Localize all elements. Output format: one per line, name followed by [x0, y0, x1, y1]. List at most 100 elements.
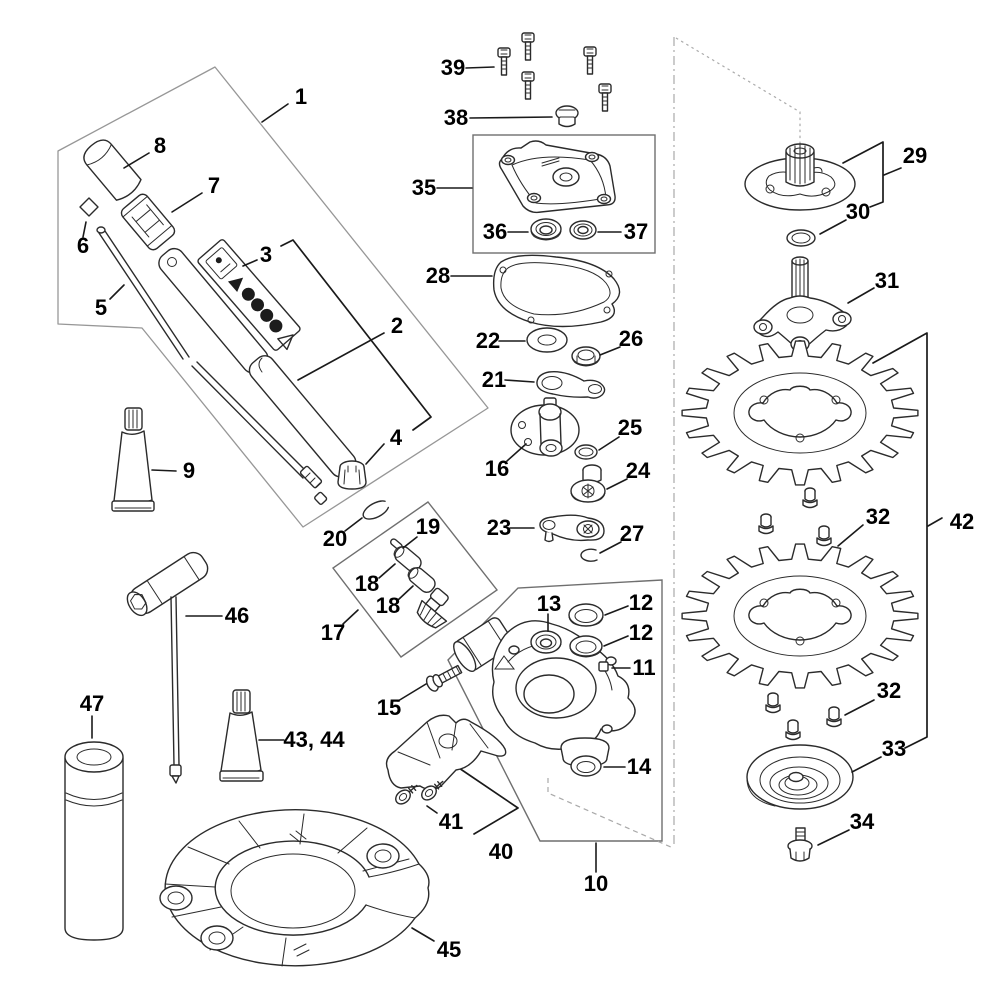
part-label-8[interactable]: 8 — [154, 133, 166, 158]
part-label-20[interactable]: 20 — [323, 526, 347, 551]
part-12-seal-a — [568, 603, 604, 627]
part-label-4[interactable]: 4 — [390, 425, 403, 450]
part-11-square-nut — [598, 661, 609, 672]
callout-brackets — [280, 141, 928, 835]
part-label-31[interactable]: 31 — [875, 268, 899, 293]
part-32-screws-lower — [765, 692, 842, 741]
part-36-bearing — [530, 218, 562, 241]
part-label-27[interactable]: 27 — [620, 521, 644, 546]
part-label-17[interactable]: 17 — [321, 620, 345, 645]
bracket-2-4 — [280, 239, 432, 431]
part-label-9[interactable]: 9 — [183, 458, 195, 483]
part-label-7[interactable]: 7 — [208, 173, 220, 198]
part-3-sticker — [197, 239, 301, 351]
part-label-19[interactable]: 19 — [416, 514, 440, 539]
part-32-screws-upper — [758, 487, 832, 547]
axis-link-top — [675, 37, 801, 150]
part-label-23[interactable]: 23 — [487, 515, 511, 540]
part-label-43-44[interactable]: 43, 44 — [283, 727, 345, 752]
part-label-16[interactable]: 16 — [485, 456, 509, 481]
part-label-10[interactable]: 10 — [584, 871, 608, 896]
part-5-drive-shaft — [96, 226, 328, 505]
bracket-40 — [455, 765, 519, 835]
part-label-18b[interactable]: 18 — [376, 593, 400, 618]
part-label-36[interactable]: 36 — [483, 219, 507, 244]
part-label-33[interactable]: 33 — [882, 736, 906, 761]
group-1-outline — [57, 66, 489, 528]
group-17-box — [331, 501, 499, 658]
part-14-seal-ring — [570, 755, 602, 777]
part-6-square-nut — [79, 197, 99, 217]
part-label-38[interactable]: 38 — [444, 105, 468, 130]
part-label-1[interactable]: 1 — [295, 84, 307, 109]
part-38-plug-screw — [555, 105, 579, 128]
part-43-44-adhesive-tube — [219, 689, 264, 782]
part-16-cam-plate — [510, 397, 580, 457]
part-4-coupler — [337, 460, 367, 490]
part-label-35[interactable]: 35 — [412, 175, 436, 200]
part-label-26[interactable]: 26 — [619, 326, 643, 351]
part-34-flange-bolt — [787, 827, 813, 862]
part-label-40[interactable]: 40 — [489, 839, 513, 864]
part-28-gasket — [492, 254, 621, 328]
part-label-37[interactable]: 37 — [624, 219, 648, 244]
part-label-42[interactable]: 42 — [950, 509, 974, 534]
bracket-42 — [872, 332, 928, 749]
part-label-2[interactable]: 2 — [391, 313, 403, 338]
part-8-cap — [83, 139, 142, 201]
callout-leaders — [82, 66, 943, 942]
group-10-box — [447, 579, 663, 842]
part-label-13[interactable]: 13 — [537, 591, 561, 616]
part-label-32a[interactable]: 32 — [866, 504, 890, 529]
part-label-18a[interactable]: 18 — [355, 571, 379, 596]
part-label-29[interactable]: 29 — [903, 143, 927, 168]
part-label-41[interactable]: 41 — [439, 809, 463, 834]
grouping-outlines — [57, 37, 801, 849]
part-15-screw — [425, 664, 463, 692]
part-label-34[interactable]: 34 — [850, 809, 875, 834]
part-label-12a[interactable]: 12 — [629, 590, 653, 615]
part-label-3[interactable]: 3 — [260, 242, 272, 267]
part-20-clip — [362, 500, 390, 520]
part-13-bearing — [530, 630, 562, 654]
part-label-15[interactable]: 15 — [377, 695, 401, 720]
part-label-28[interactable]: 28 — [426, 263, 450, 288]
part-30-o-ring — [786, 229, 816, 247]
part-label-12b[interactable]: 12 — [629, 620, 653, 645]
part-26-nut — [571, 346, 601, 367]
part-39-screws — [497, 32, 612, 112]
part-label-45[interactable]: 45 — [437, 937, 461, 962]
part-label-32b[interactable]: 32 — [877, 678, 901, 703]
part-label-46[interactable]: 46 — [225, 603, 249, 628]
part-7-sleeve — [120, 193, 176, 251]
group-35-box — [472, 134, 656, 254]
part-9-grease-tube — [111, 407, 155, 512]
part-label-25[interactable]: 25 — [618, 415, 642, 440]
part-29-hub-disc — [744, 143, 856, 211]
part-21-connecting-rod — [536, 371, 606, 399]
part-label-47[interactable]: 47 — [80, 691, 104, 716]
part-23-lever-arm — [539, 514, 605, 543]
part-33-dome-cap — [746, 744, 854, 810]
axis-link-bottom — [547, 778, 674, 849]
part-label-39[interactable]: 39 — [441, 55, 465, 80]
part-label-6[interactable]: 6 — [77, 233, 89, 258]
part-label-22[interactable]: 22 — [476, 328, 500, 353]
part-label-21[interactable]: 21 — [482, 367, 506, 392]
part-label-5[interactable]: 5 — [95, 295, 107, 320]
part-label-14[interactable]: 14 — [627, 754, 652, 779]
part-46-t-wrench — [126, 551, 209, 784]
bracket-29 — [842, 141, 884, 208]
part-12-seal-b — [569, 635, 603, 658]
part-37-seal — [569, 220, 597, 240]
part-35-housing-cover — [498, 140, 616, 214]
part-label-11[interactable]: 11 — [632, 655, 655, 680]
part-17-pinion-shaft — [416, 587, 449, 629]
part-18-bushing-b — [407, 567, 436, 593]
part-47-spray-can — [64, 741, 124, 941]
part-label-30[interactable]: 30 — [846, 199, 870, 224]
part-42-star-wheel-top — [681, 340, 919, 486]
part-label-24[interactable]: 24 — [626, 458, 651, 483]
